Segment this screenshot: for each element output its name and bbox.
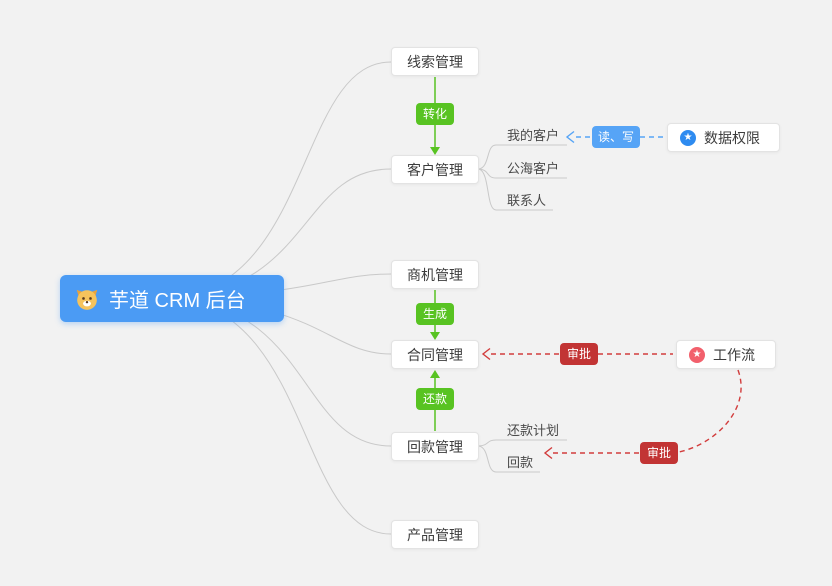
read-write-edge — [565, 130, 664, 144]
edge-label-read-write[interactable]: 读、写 — [592, 126, 640, 148]
subnode-public-customers[interactable]: 公海客户 — [507, 161, 560, 176]
receivable-sub-branches — [478, 439, 567, 473]
node-opportunities-label: 商机管理 — [407, 266, 463, 283]
edge-label-convert[interactable]: 转化 — [416, 103, 454, 125]
root-node-label: 芋道 CRM 后台 — [109, 290, 246, 312]
node-workflow-label: 工作流 — [713, 346, 755, 363]
star-icon: ★ — [689, 346, 705, 363]
node-receivables[interactable]: 回款管理 — [391, 432, 479, 461]
node-workflow[interactable]: ★ 工作流 — [676, 340, 776, 369]
node-receivables-label: 回款管理 — [407, 438, 463, 455]
subnode-repayment[interactable]: 回款 — [507, 455, 534, 470]
dog-icon — [75, 287, 99, 311]
edge-label-generate[interactable]: 生成 — [416, 303, 454, 325]
node-leads[interactable]: 线索管理 — [391, 47, 479, 76]
edge-label-repay[interactable]: 还款 — [416, 388, 454, 410]
subnode-my-customers[interactable]: 我的客户 — [507, 128, 560, 143]
node-data-permission[interactable]: ★ 数据权限 — [667, 123, 780, 152]
node-leads-label: 线索管理 — [407, 53, 463, 70]
node-customers[interactable]: 客户管理 — [391, 155, 479, 184]
node-customers-label: 客户管理 — [407, 161, 463, 178]
node-contracts-label: 合同管理 — [407, 346, 463, 363]
edge-label-approve-contract[interactable]: 审批 — [560, 343, 598, 365]
edge-label-approve-receivable[interactable]: 审批 — [640, 442, 678, 464]
node-opportunities[interactable]: 商机管理 — [391, 260, 479, 289]
node-contracts[interactable]: 合同管理 — [391, 340, 479, 369]
node-data-permission-label: 数据权限 — [704, 129, 760, 146]
customer-sub-branches — [478, 144, 567, 211]
root-node-crm[interactable]: 芋道 CRM 后台 — [60, 275, 284, 322]
approve-contract-edge — [481, 347, 673, 361]
node-products[interactable]: 产品管理 — [391, 520, 479, 549]
star-icon: ★ — [680, 129, 696, 146]
subnode-repayment-plan[interactable]: 还款计划 — [507, 423, 560, 438]
node-products-label: 产品管理 — [407, 526, 463, 543]
approve-receivable-edge — [543, 369, 742, 460]
subnode-contacts[interactable]: 联系人 — [507, 193, 547, 208]
